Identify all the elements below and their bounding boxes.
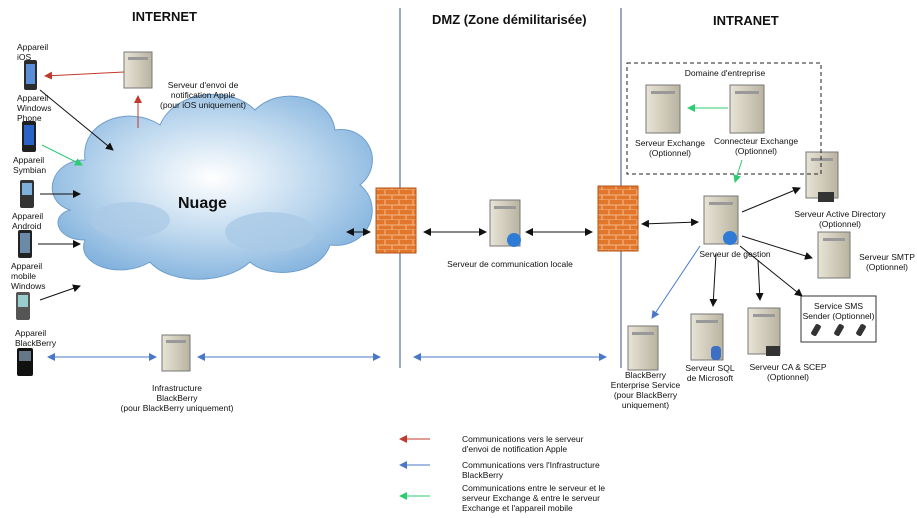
sms-phones-icon [811,324,866,336]
server-ca-icon [747,307,781,356]
cloud-label: Nuage [178,195,227,212]
label-apple-push: Serveur d'envoi de notification Apple (p… [160,80,246,110]
zone-title-internet: INTERNET [132,9,197,24]
device-label-android: Appareil Android [12,211,44,231]
device-label-symbian: Appareil Symbian [13,155,47,175]
label-active-directory: Serveur Active Directory (Optionnel) [794,209,886,229]
zone-title-intranet: INTRANET [713,13,779,28]
device-label-windows-mobile: Appareil mobile Windows [11,261,46,291]
server-local-comm-icon [489,199,521,247]
firewall-right-icon [597,185,639,252]
phone-windows-icon [22,121,36,152]
label-management: Serveur de gestion [699,249,771,259]
phone-blackberry-icon [17,348,33,376]
legend-text-blue: Communications vers l'Infrastructure Bla… [462,460,600,480]
server-bb-infra-icon [161,334,191,372]
device-label-ios: Appareil iOS [17,42,49,62]
server-exchange-icon [645,84,681,134]
label-sql: Serveur SQL de Microsoft [685,363,735,383]
phone-symbian-icon [20,180,34,208]
server-ad-icon [805,151,839,202]
server-exchange-connector-icon [729,84,765,134]
server-smtp-icon [817,231,851,279]
device-label-blackberry: Appareil BlackBerry [15,328,57,348]
label-bes: BlackBerry Enterprise Service (pour Blac… [610,370,681,410]
phone-ios-icon [24,60,37,90]
zone-title-dmz: DMZ (Zone démilitarisée) [432,12,587,27]
legend-text-green: Communications entre le serveur et le se… [462,483,606,513]
cloud-shape [51,93,373,280]
server-management-icon [703,195,739,245]
firewall-left-icon [375,187,417,254]
label-exchange-connector: Connecteur Exchange (Optionnel) [713,136,799,156]
server-sql-icon [690,313,724,361]
label-local-comm: Serveur de communication locale [447,259,573,269]
label-sms: Service SMS Sender (Optionnel) [802,301,875,321]
server-bes-icon [627,325,659,371]
domain-box [626,62,822,175]
label-domain: Domaine d'entreprise [684,68,766,78]
label-ca: Serveur CA & SCEP (Optionnel) [749,362,827,382]
label-exchange: Serveur Exchange (Optionnel) [635,138,705,158]
label-bb-infra: Infrastructure BlackBerry (pour BlackBer… [120,383,234,413]
phone-android-icon [18,230,32,258]
legend-text-red: Communications vers le serveur d'envoi d… [462,434,584,454]
server-apple-push-icon [123,51,153,89]
phone-windows-mobile-icon [16,292,30,320]
device-label-windows-phone: Appareil Windows Phone [17,93,52,123]
label-smtp: Serveur SMTP (Optionnel) [859,252,915,272]
